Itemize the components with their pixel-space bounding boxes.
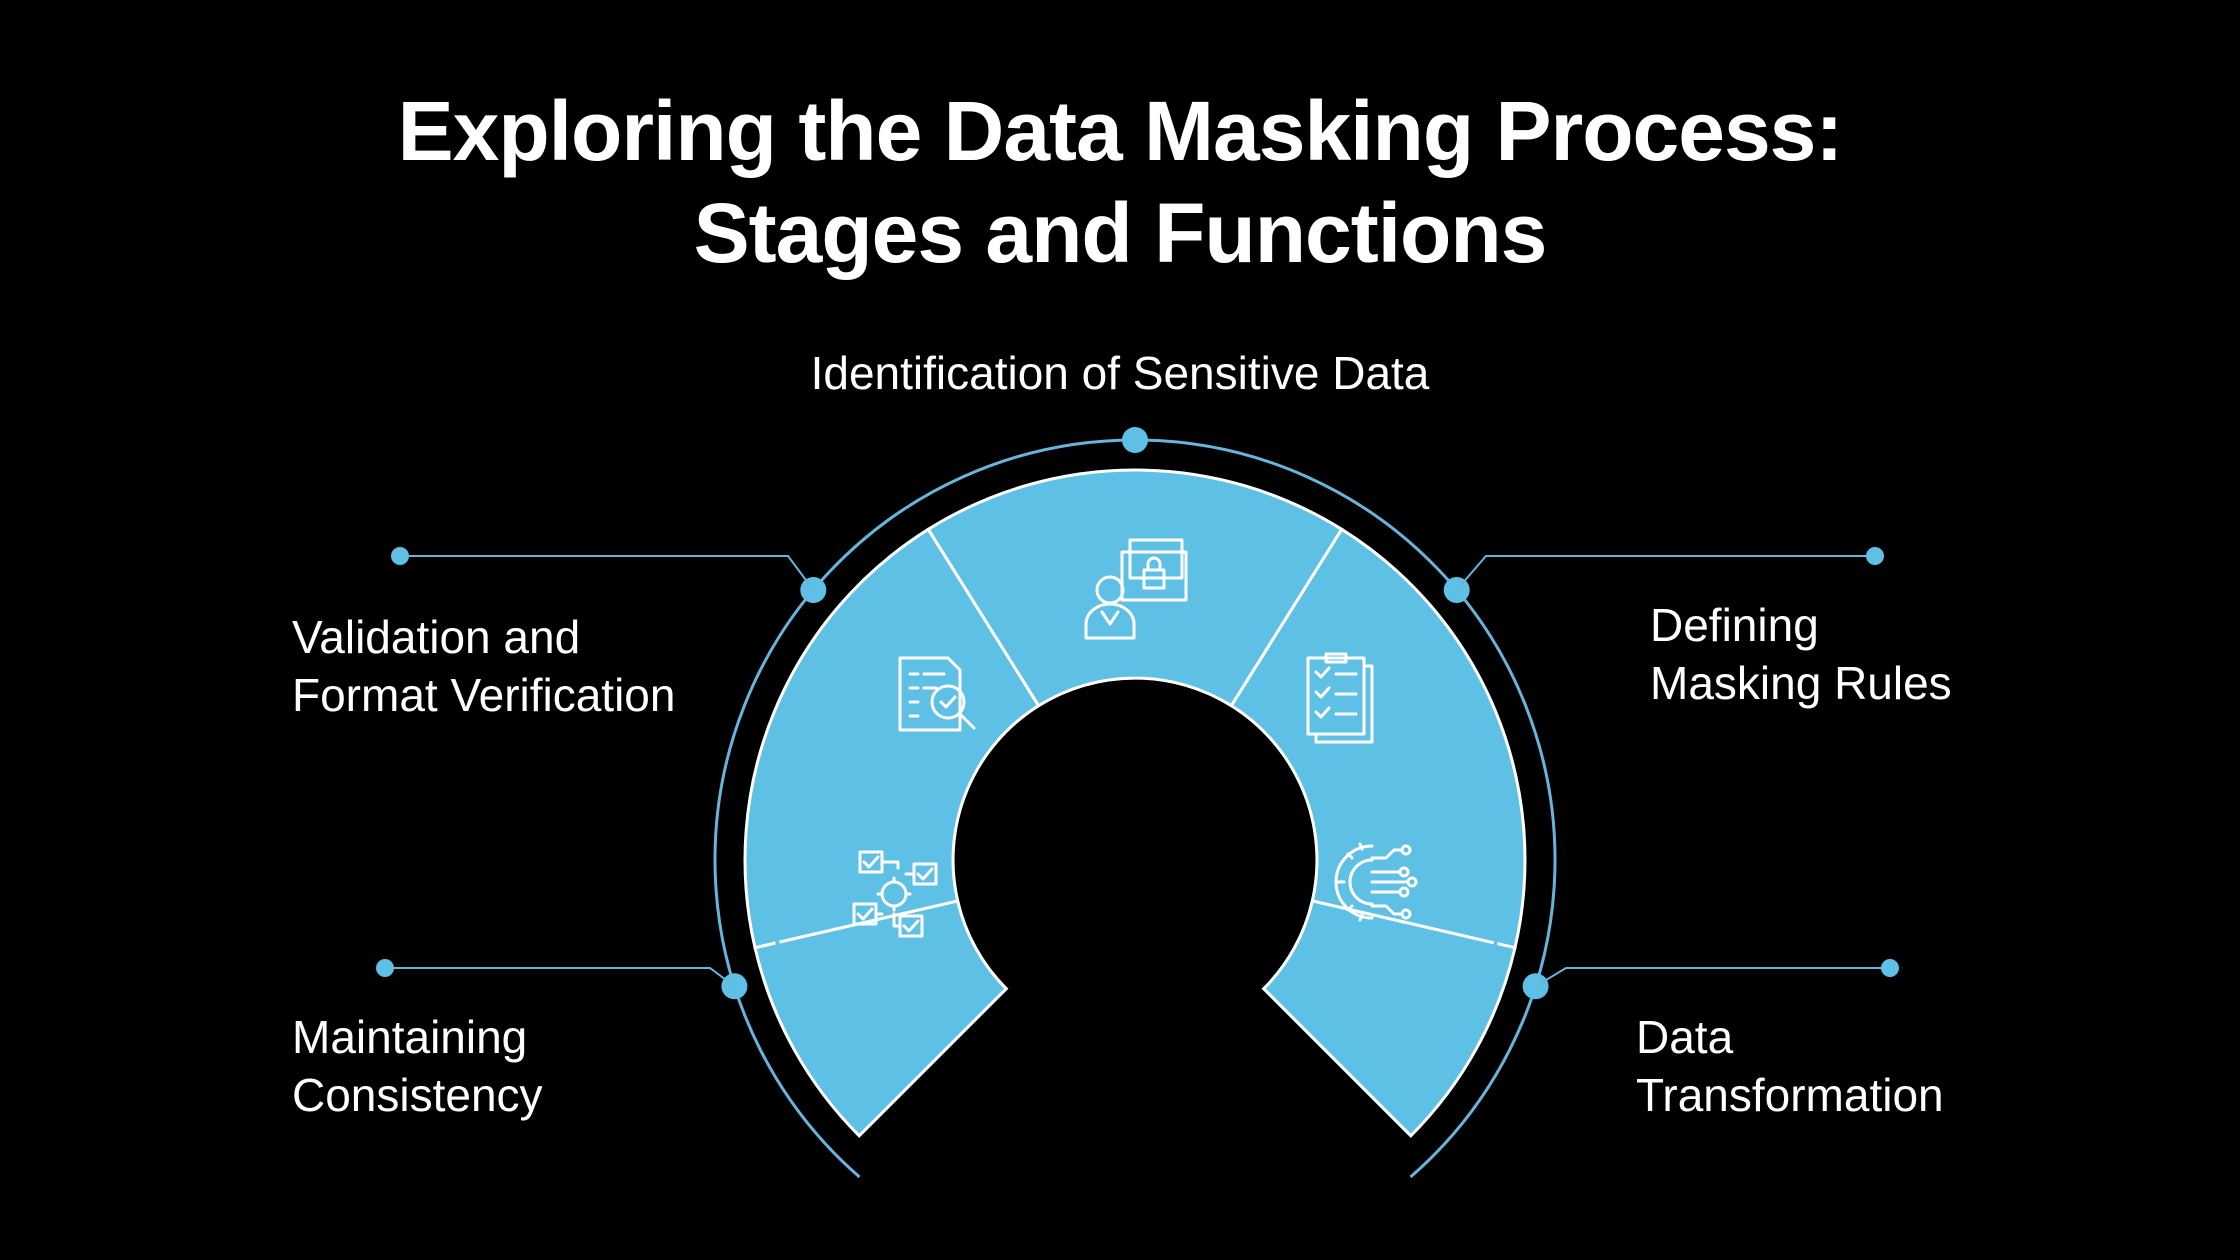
label-transformation-line-1: Data	[1636, 1011, 1734, 1063]
pointer-tab-identification	[1101, 476, 1169, 478]
leader-line-validation	[400, 555, 815, 591]
stage-segments	[743, 468, 1527, 1138]
end-dot-validation	[391, 547, 409, 565]
pointer-tab-defining	[1427, 612, 1467, 671]
user-lock-icon	[1084, 538, 1188, 640]
title-line-1: Exploring the Data Masking Process:	[397, 84, 1844, 178]
pointer-tab-validation	[803, 612, 846, 671]
label-defining-line-2: Masking Rules	[1650, 657, 1952, 709]
label-transformation-line-2: Transformation	[1636, 1069, 1944, 1121]
leader-line-transformation	[1535, 967, 1890, 988]
process-workflow-icon	[852, 850, 938, 938]
ring-dot-identification	[1122, 427, 1148, 453]
end-dot-transformation	[1881, 959, 1899, 977]
document-search-icon	[898, 656, 976, 732]
pointer-tab-maintaining	[774, 920, 811, 1067]
leader-line-defining	[1455, 555, 1875, 591]
label-identification: Identification of Sensitive Data	[0, 344, 2240, 402]
leader-line-maintaining	[385, 967, 736, 988]
segment-validation	[743, 527, 1041, 950]
segment-identification	[926, 468, 1344, 708]
label-defining-line-1: Defining	[1650, 599, 1819, 651]
checklist-icon	[1306, 652, 1374, 744]
page-title: Exploring the Data Masking Process: Stag…	[0, 80, 2240, 284]
label-maintaining-line-2: Consistency	[292, 1069, 543, 1121]
label-identification-line-1: Identification of Sensitive Data	[810, 347, 1430, 399]
segment-defining	[1229, 527, 1527, 950]
pointer-tab-transformation	[1459, 920, 1500, 1067]
gear-circuit-icon	[1334, 842, 1418, 922]
end-dot-maintaining	[376, 959, 394, 977]
label-maintaining-line-1: Maintaining	[292, 1011, 528, 1063]
label-validation-line-2: Format Verification	[292, 669, 676, 721]
connectors	[376, 427, 1899, 1000]
label-validation-line-1: Validation and	[292, 611, 581, 663]
label-validation: Validation and Format Verification	[292, 608, 675, 724]
segment-transformation	[1261, 899, 1517, 1138]
end-dot-defining	[1866, 547, 1884, 565]
label-maintaining: Maintaining Consistency	[292, 1008, 543, 1124]
stage-icons	[852, 538, 1418, 938]
label-defining: Defining Masking Rules	[1650, 596, 1952, 712]
title-line-2: Stages and Functions	[693, 186, 1548, 280]
label-transformation: Data Transformation	[1636, 1008, 1944, 1124]
